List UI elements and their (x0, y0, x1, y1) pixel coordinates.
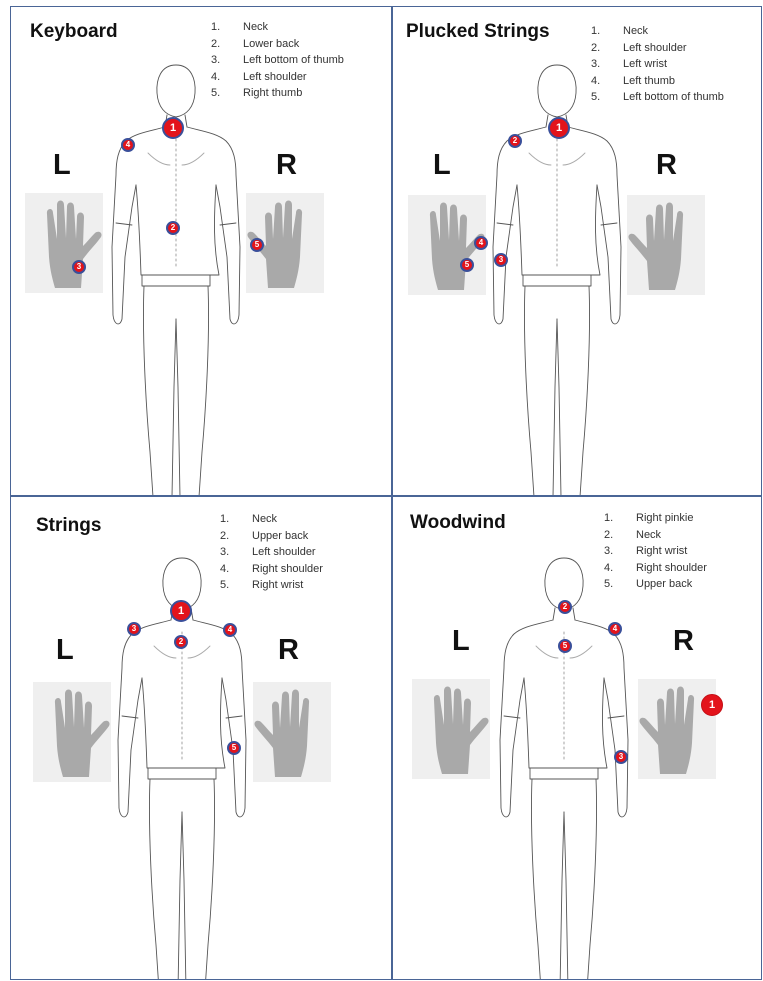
list-item: 1.Neck (211, 19, 344, 36)
list-item: 1.Neck (220, 511, 323, 528)
left-side-label: L (53, 149, 71, 182)
right-hand-icon (253, 682, 331, 782)
left-side-label: L (433, 149, 451, 182)
list-item: 2.Upper back (220, 528, 323, 545)
pain-marker-neck: 1 (548, 117, 570, 139)
right-side-label: R (278, 634, 299, 667)
panel-plucked-strings: Plucked Strings 1.Neck 2.Left shoulder 3… (392, 6, 762, 496)
left-side-label: L (56, 634, 74, 667)
list-item: 1.Right pinkie (604, 510, 707, 527)
pain-marker-right-wrist: 5 (227, 741, 241, 755)
pain-marker-right-wrist: 3 (614, 750, 628, 764)
pain-marker-left-wrist: 3 (494, 253, 508, 267)
pain-marker-right-shoulder: 4 (608, 622, 622, 636)
pain-marker-neck: 1 (162, 117, 184, 139)
pain-marker-upper-back: 2 (174, 635, 188, 649)
pain-marker-left-bottom-thumb: 5 (460, 258, 474, 272)
pain-marker-left-thumb: 4 (474, 236, 488, 250)
pain-marker-lower-back: 2 (166, 221, 180, 235)
list-item: 2.Left shoulder (591, 40, 724, 57)
pain-marker-left-bottom-thumb: 3 (72, 260, 86, 274)
left-hand-icon (412, 679, 490, 779)
pain-marker-right-pinkie: 1 (701, 694, 723, 716)
panel-keyboard: Keyboard 1.Neck 2.Lower back 3.Left bott… (10, 6, 392, 496)
pain-marker-right-thumb: 5 (250, 238, 264, 252)
list-item: 1.Neck (591, 23, 724, 40)
right-side-label: R (673, 625, 694, 658)
panel-title: Keyboard (30, 21, 118, 43)
left-hand-icon (33, 682, 111, 782)
right-hand-icon (627, 195, 705, 295)
list-item: 2.Neck (604, 527, 707, 544)
left-hand-icon (25, 193, 103, 293)
right-hand-icon (638, 679, 716, 779)
pain-marker-neck: 1 (170, 600, 192, 622)
panel-woodwind: Woodwind 1.Right pinkie 2.Neck 3.Right w… (392, 496, 762, 980)
panel-title: Plucked Strings (406, 21, 550, 43)
right-side-label: R (656, 149, 677, 182)
pain-marker-right-shoulder: 4 (223, 623, 237, 637)
pain-marker-upper-back: 5 (558, 639, 572, 653)
right-side-label: R (276, 149, 297, 182)
pain-marker-left-shoulder: 4 (121, 138, 135, 152)
panel-title: Strings (36, 515, 101, 537)
pain-marker-left-shoulder: 2 (508, 134, 522, 148)
pain-marker-neck: 2 (558, 600, 572, 614)
panel-title: Woodwind (410, 512, 506, 534)
left-side-label: L (452, 625, 470, 658)
body-figure (494, 550, 634, 980)
panel-strings: Strings 1.Neck 2.Upper back 3.Left shoul… (10, 496, 392, 980)
pain-marker-left-shoulder: 3 (127, 622, 141, 636)
list-item: 2.Lower back (211, 36, 344, 53)
